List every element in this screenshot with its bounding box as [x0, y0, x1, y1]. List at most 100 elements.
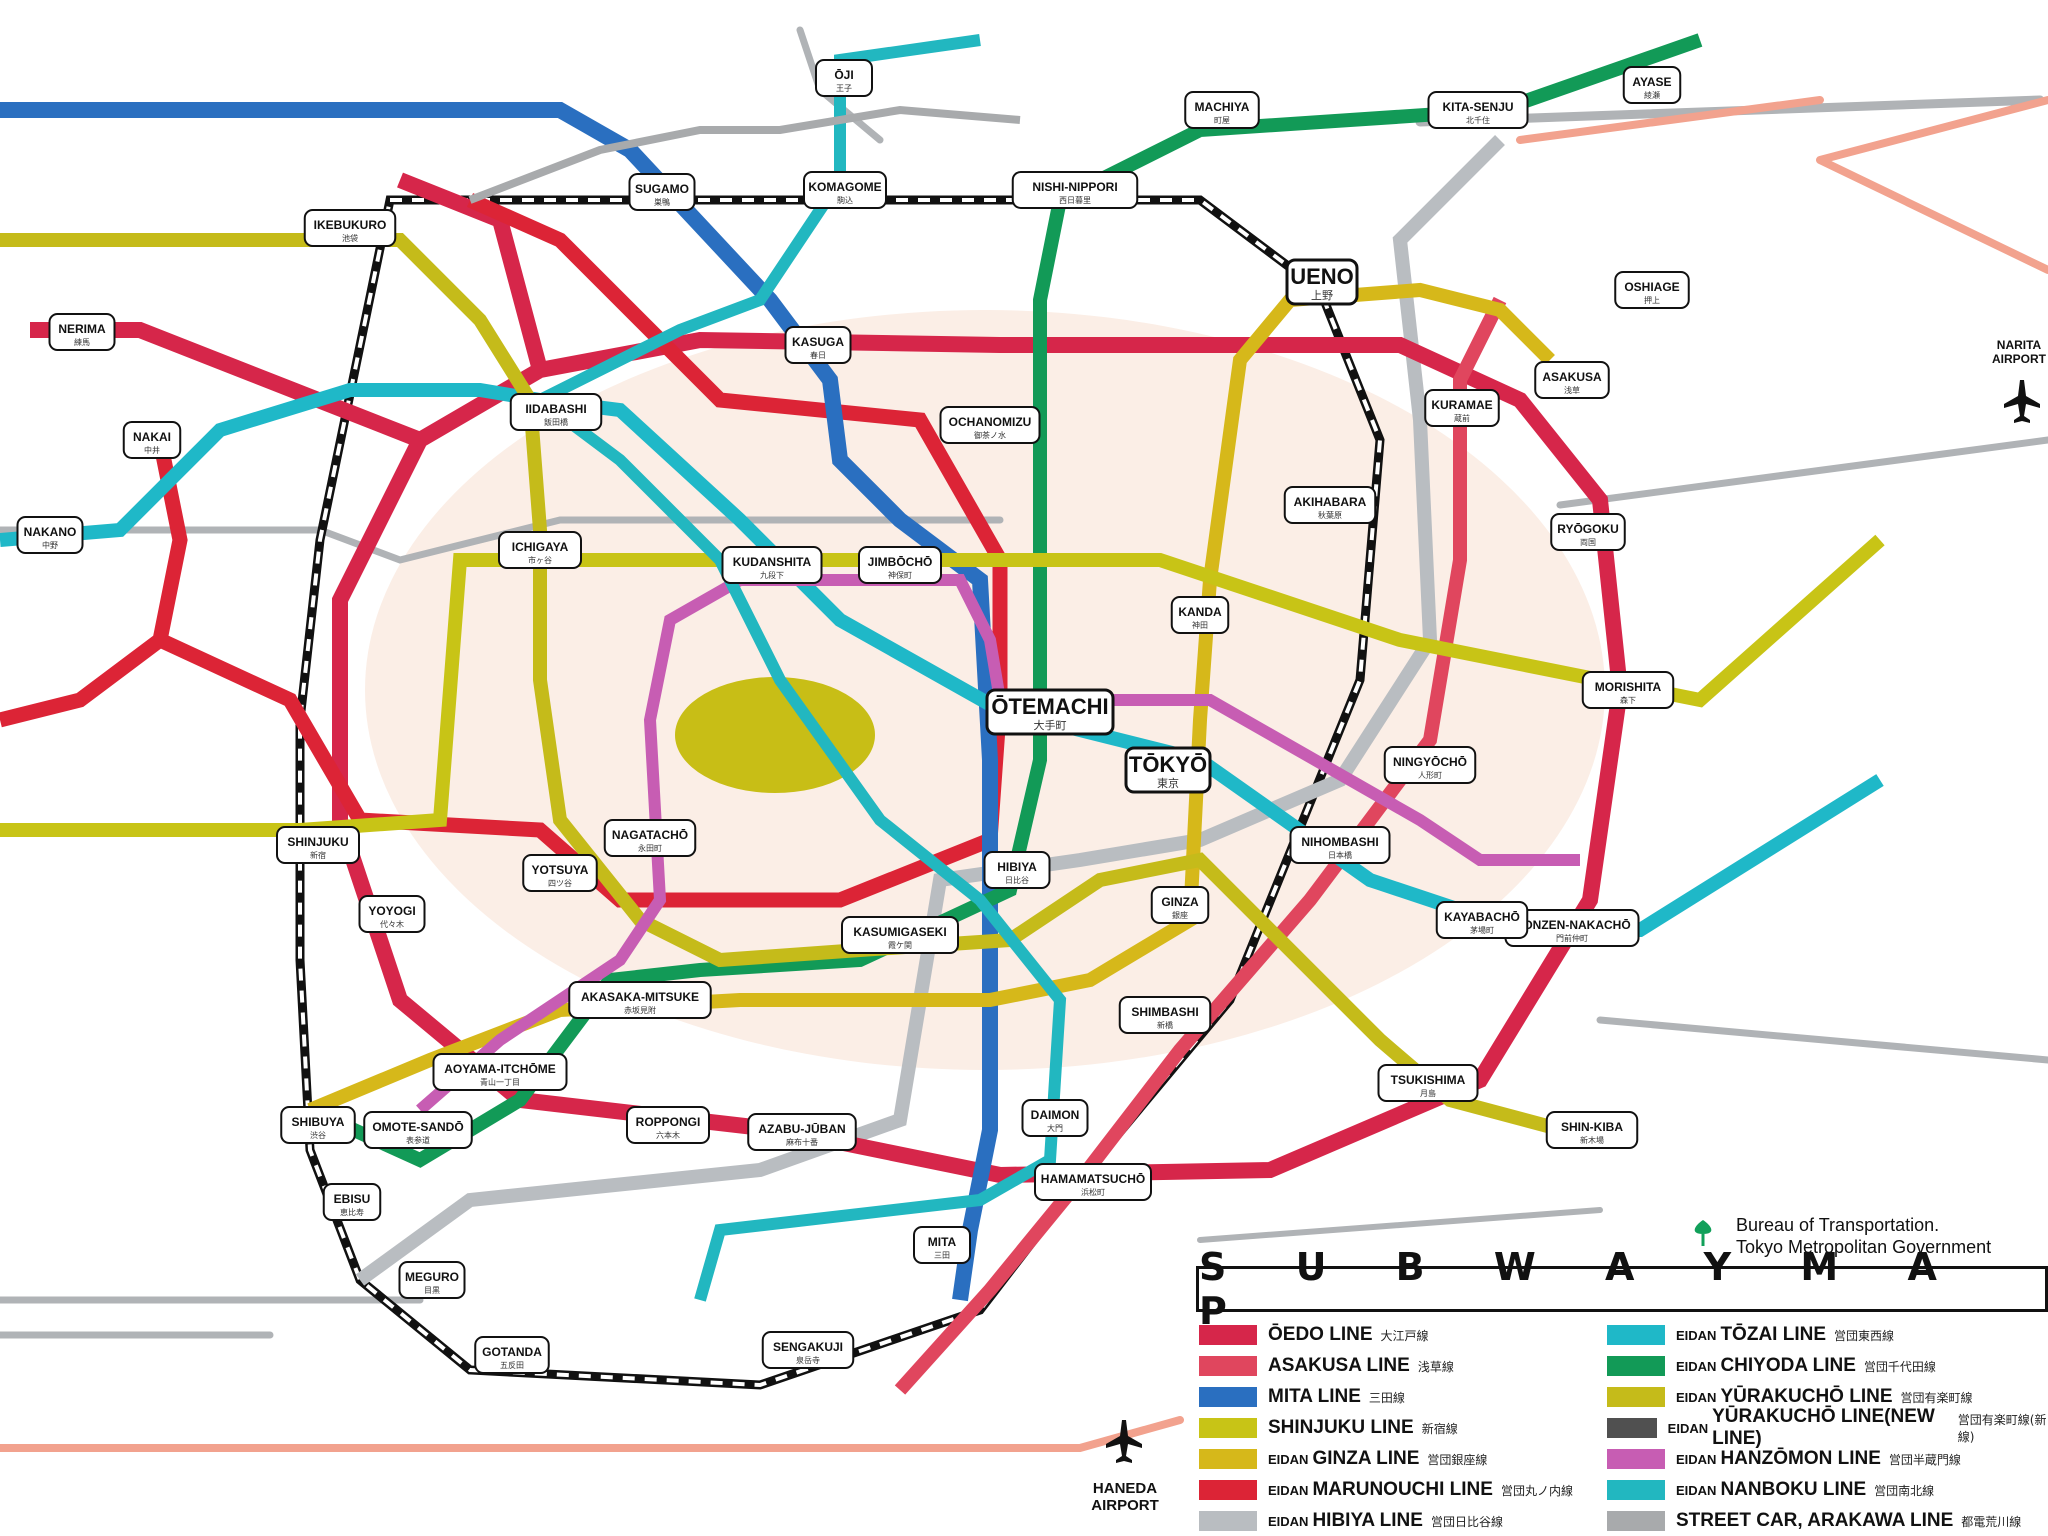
station-name: KANDA — [1178, 605, 1222, 619]
station-name: KOMAGOME — [808, 180, 881, 194]
station-name-jp: 門前仲町 — [1556, 933, 1588, 943]
station-name-jp: 泉岳寺 — [796, 1355, 820, 1365]
legend-swatch — [1606, 1324, 1666, 1346]
legend-line-name: MARUNOUCHI LINE — [1312, 1479, 1493, 1500]
station-box — [983, 851, 1051, 889]
station-name: YOTSUYA — [532, 863, 589, 877]
legend-line-jp: 営団千代田線 — [1863, 1359, 1936, 1374]
station-name: NIHOMBASHI — [1301, 835, 1378, 849]
station-name: NINGYŌCHŌ — [1393, 755, 1467, 769]
station-name: AZABU-JŪBAN — [758, 1122, 845, 1136]
station-box — [1435, 901, 1529, 939]
legend-line-jp: 浅草線 — [1417, 1359, 1454, 1374]
station-name-jp: 三田 — [934, 1251, 950, 1260]
station-box — [48, 313, 116, 351]
station-name: ICHIGAYA — [512, 540, 569, 554]
legend-title: S U B W A Y M A P — [1196, 1245, 2048, 1333]
station-box — [1614, 271, 1690, 309]
station-name-jp: 神田 — [1192, 620, 1208, 630]
station-box — [858, 546, 942, 584]
legend-line-jp: 営団有楽町線 — [1900, 1390, 1973, 1405]
station-name-jp: 六本木 — [656, 1130, 680, 1140]
legend-prefix: EIDAN — [1676, 1482, 1717, 1498]
station-name: JIMBŌCHŌ — [868, 555, 933, 569]
station-name-jp: 中野 — [42, 540, 58, 550]
legend-line-jp: 営団日比谷線 — [1430, 1514, 1503, 1529]
station-box — [1118, 996, 1212, 1034]
station-name-jp: 九段下 — [760, 570, 784, 580]
station-name-jp: 麻布十番 — [786, 1137, 818, 1147]
station-name-jp: 新木場 — [1580, 1135, 1604, 1145]
legend-line-name: HIBIYA LINE — [1312, 1510, 1423, 1531]
station-name-jp: 駒込 — [837, 195, 853, 205]
station-name: EBISU — [334, 1192, 371, 1206]
legend-prefix: EIDAN — [1676, 1358, 1717, 1374]
jr-lines — [0, 26, 2048, 1452]
station-name-jp: 霞ケ関 — [888, 941, 912, 950]
station-name: HIBIYA — [997, 860, 1037, 874]
bureau-line-2: Tokyo Metropolitan Government — [1736, 1237, 1992, 1257]
station-name-jp: 新橋 — [1157, 1020, 1173, 1030]
station-name-jp: 両国 — [1580, 538, 1596, 547]
station-name: KAYABACHŌ — [1444, 910, 1520, 924]
legend-line-jp: 大江戸線 — [1380, 1328, 1429, 1343]
station-name-jp: 表参道 — [406, 1135, 430, 1145]
station-name-jp: 五反田 — [500, 1360, 524, 1370]
legend-swatch — [1198, 1510, 1258, 1532]
station-name: UENO — [1290, 264, 1354, 289]
legend-line-jp: 三田線 — [1368, 1390, 1405, 1405]
legend-line-jp: 営団銀座線 — [1427, 1452, 1488, 1467]
legend-line-jp: 新宿線 — [1421, 1421, 1458, 1436]
station-box — [721, 546, 823, 584]
station-name-jp: 四ツ谷 — [548, 879, 572, 888]
station-box — [1534, 361, 1610, 399]
station-name: AOYAMA-ITCHŌME — [444, 1062, 556, 1076]
station-box — [603, 819, 697, 857]
station-name-jp: 渋谷 — [310, 1130, 326, 1140]
chiyoda-line — [307, 33, 1703, 1168]
station-name: GOTANDA — [482, 1345, 542, 1359]
station-name: SHINJUKU — [287, 835, 348, 849]
station-box — [1377, 1064, 1479, 1102]
station-box — [1285, 258, 1359, 306]
station-box — [747, 1113, 857, 1151]
station-name-jp: 北千住 — [1466, 115, 1490, 125]
legend-line-jp: 都電荒川線 — [1961, 1514, 2022, 1529]
station-layer: ŌTEMACHI大手町UENO上野TŌKYŌ東京SHINJUKU新宿SHIBUY… — [16, 59, 1690, 1374]
station-name: YOYOGI — [368, 904, 415, 918]
legend-prefix: EIDAN — [1676, 1451, 1717, 1467]
station-box — [1383, 746, 1477, 784]
station-name-jp: 日本橋 — [1328, 850, 1352, 860]
bureau-credit: Bureau of Transportation. Tokyo Metropol… — [1736, 1214, 2048, 1258]
station-name: DAIMON — [1031, 1108, 1080, 1122]
arakawa-streetcar — [468, 105, 1021, 204]
station-box — [939, 406, 1041, 444]
station-box — [913, 1226, 971, 1264]
station-name-jp: 中井 — [144, 445, 160, 455]
legend-prefix: EIDAN — [1268, 1451, 1309, 1467]
station-name-jp: 大手町 — [1034, 718, 1067, 732]
station-name: SUGAMO — [635, 182, 689, 196]
station-name: NAKAI — [133, 430, 171, 444]
